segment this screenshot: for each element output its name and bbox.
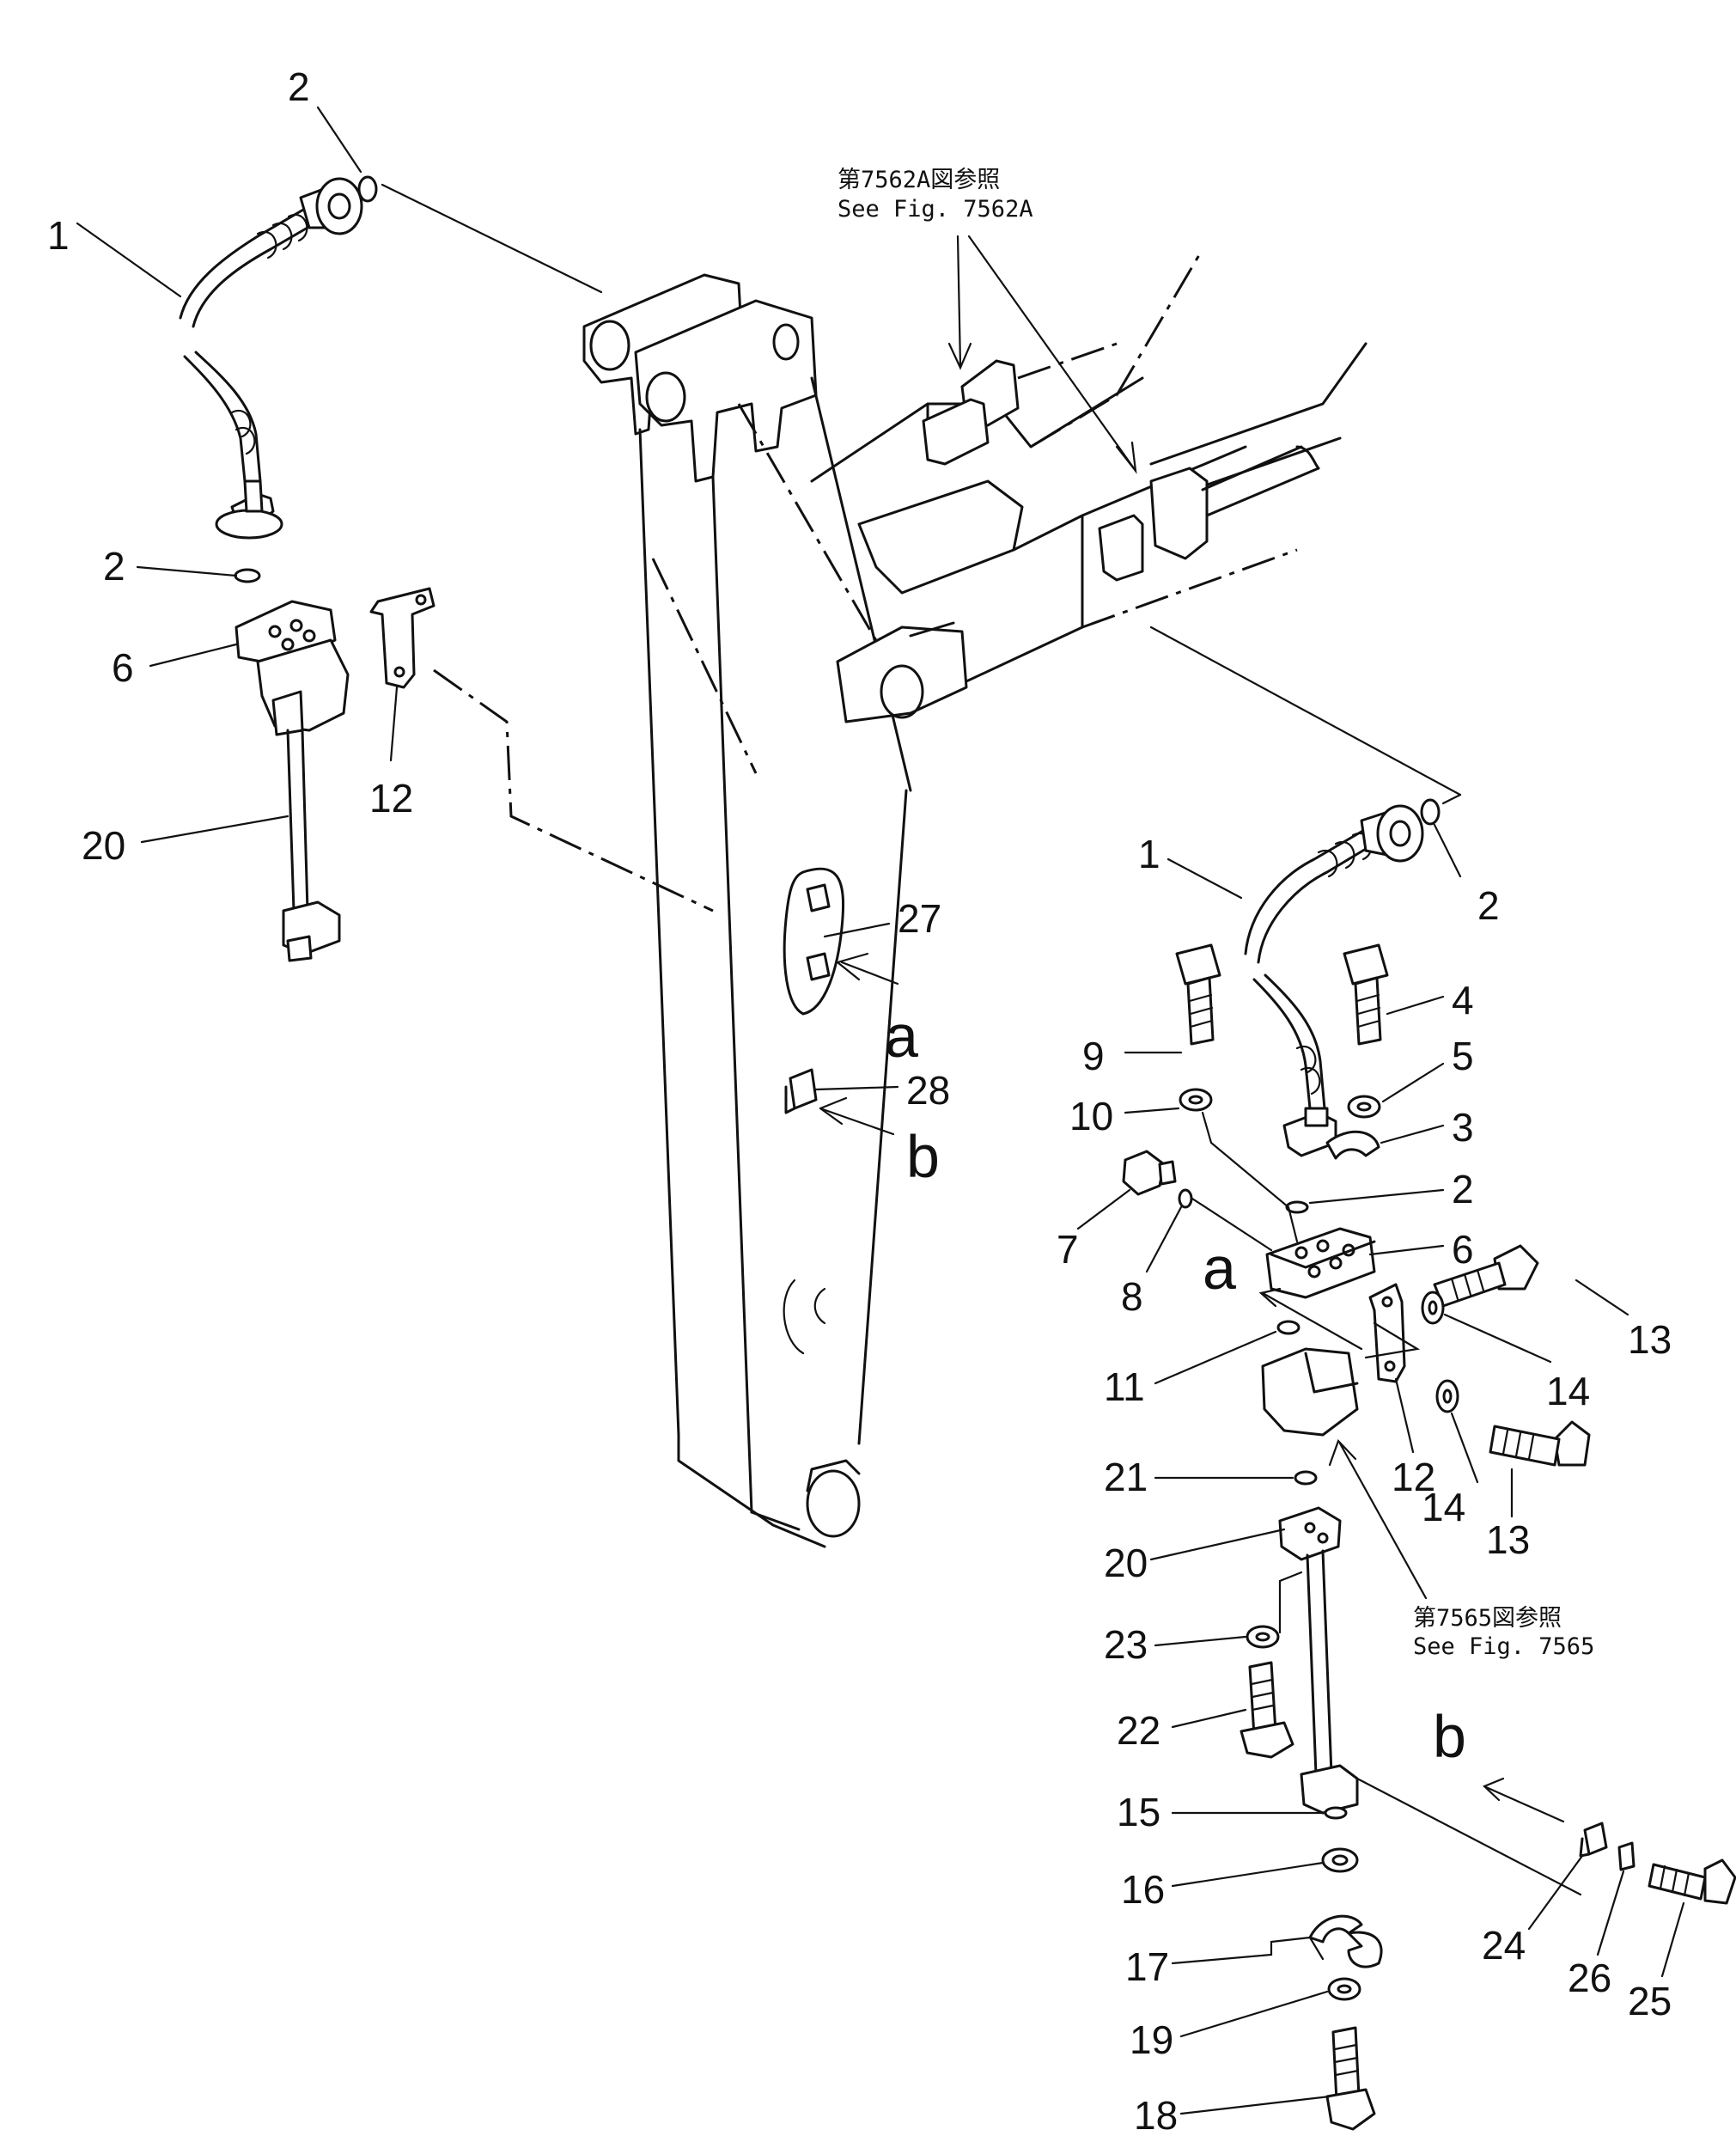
callout-leaders bbox=[76, 106, 1685, 2115]
callout-5-washer: 5 bbox=[1452, 1034, 1474, 1078]
boom-parts bbox=[783, 867, 899, 1136]
callout-numbers: 2 1 2 6 12 20 27 28 1 2 9 4 10 5 3 2 7 8… bbox=[47, 64, 1672, 2136]
callout-2-right-oring: 2 bbox=[1452, 1167, 1474, 1211]
callout-20-right-tube: 20 bbox=[1104, 1541, 1148, 1585]
callout-23-washer: 23 bbox=[1104, 1622, 1148, 1667]
callout-13-bolt-b: 13 bbox=[1486, 1517, 1530, 1562]
callout-26-plate: 26 bbox=[1568, 1956, 1611, 2000]
callout-2-left-top: 2 bbox=[288, 64, 310, 109]
callout-4-bolt: 4 bbox=[1452, 978, 1474, 1022]
callout-15-oring: 15 bbox=[1117, 1790, 1160, 1834]
callout-16-ring: 16 bbox=[1121, 1867, 1165, 1912]
callout-20-left-tube: 20 bbox=[82, 823, 125, 868]
upper-frame bbox=[810, 248, 1367, 723]
ref-7562a-jp: 第7562A図参照 bbox=[838, 167, 1000, 193]
callout-14-washer-a: 14 bbox=[1546, 1369, 1590, 1413]
view-letter-b-clip: b bbox=[1433, 1703, 1466, 1770]
callout-2-left-bottom: 2 bbox=[103, 544, 125, 589]
view-letter-b: b bbox=[906, 1123, 940, 1190]
callout-27-plate: 27 bbox=[898, 896, 941, 941]
ref-7565-en: See Fig. 7565 bbox=[1413, 1633, 1594, 1660]
callout-10-washer: 10 bbox=[1069, 1094, 1113, 1138]
ref-7565-jp: 第7565図参照 bbox=[1413, 1605, 1562, 1632]
callout-28-clip: 28 bbox=[906, 1068, 950, 1113]
callout-2-right-top: 2 bbox=[1477, 883, 1500, 928]
callout-21-oring: 21 bbox=[1104, 1455, 1148, 1499]
oring-icon bbox=[234, 568, 261, 583]
callout-19-washer: 19 bbox=[1130, 2017, 1173, 2062]
ref-7562a-en: See Fig. 7562A bbox=[838, 196, 1033, 223]
reference-7562a: 第7562A図参照 See Fig. 7562A bbox=[838, 167, 1137, 474]
callout-1-right-hose: 1 bbox=[1138, 832, 1160, 876]
callout-22-bolt: 22 bbox=[1117, 1708, 1160, 1753]
right-assembly: a 第7565図参照 See Fig. 7565 bbox=[1122, 626, 1736, 2131]
callout-13-bolt-a: 13 bbox=[1628, 1317, 1672, 1362]
callout-12-left-bracket: 12 bbox=[369, 776, 413, 821]
callout-6-right-block: 6 bbox=[1452, 1227, 1474, 1272]
callout-12-right-bracket: 12 bbox=[1392, 1455, 1435, 1499]
boom-arm bbox=[582, 273, 912, 1548]
callout-6-left-block: 6 bbox=[112, 645, 134, 690]
callout-3-clamp: 3 bbox=[1452, 1105, 1474, 1150]
callout-7-plug: 7 bbox=[1057, 1227, 1079, 1272]
callout-11-oring: 11 bbox=[1104, 1364, 1145, 1409]
oring-icon bbox=[357, 175, 378, 203]
callout-25-bolt: 25 bbox=[1628, 1979, 1672, 2023]
callout-24-clip: 24 bbox=[1482, 1923, 1526, 1968]
view-letter-a: a bbox=[885, 1003, 918, 1070]
callout-8-oring: 8 bbox=[1121, 1274, 1143, 1319]
callout-9-bolt: 9 bbox=[1082, 1034, 1105, 1078]
callout-1-left-hose: 1 bbox=[47, 213, 70, 258]
callout-14-washer-b: 14 bbox=[1422, 1485, 1465, 1529]
view-letter-a-block: a bbox=[1203, 1235, 1236, 1302]
left-assembly bbox=[179, 175, 714, 962]
callout-18-bolt: 18 bbox=[1134, 2093, 1178, 2136]
callout-17-clamp: 17 bbox=[1125, 1944, 1169, 1989]
